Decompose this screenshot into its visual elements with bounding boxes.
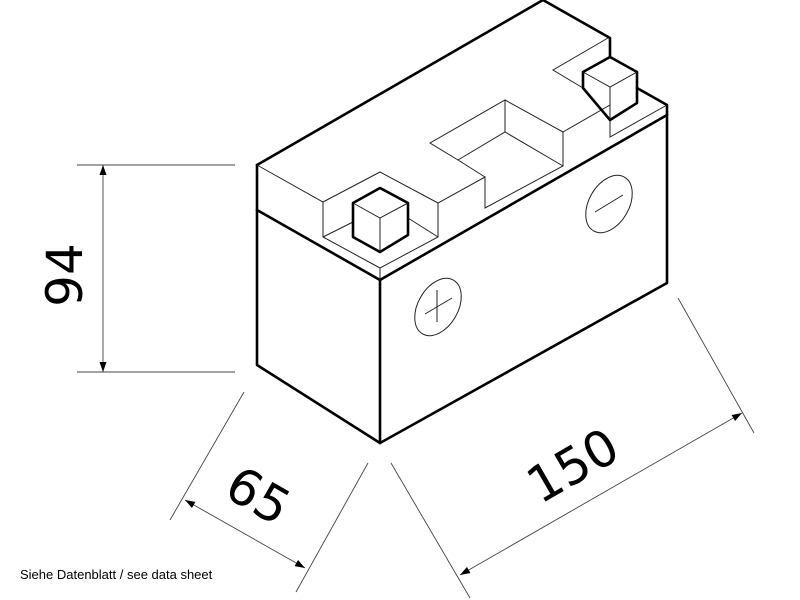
battery-body: [255, 0, 669, 445]
length-dimension: 150: [390, 297, 755, 599]
data-sheet-caption: Siehe Datenblatt / see data sheet: [20, 567, 213, 582]
positive-terminal: [351, 186, 410, 254]
height-value: 94: [36, 243, 94, 307]
plus-icon: [414, 277, 462, 337]
minus-icon: [585, 174, 633, 234]
height-dimension: 94: [36, 164, 235, 373]
negative-terminal: [581, 55, 639, 122]
depth-dimension: 65: [169, 391, 369, 593]
length-value: 150: [517, 417, 629, 515]
